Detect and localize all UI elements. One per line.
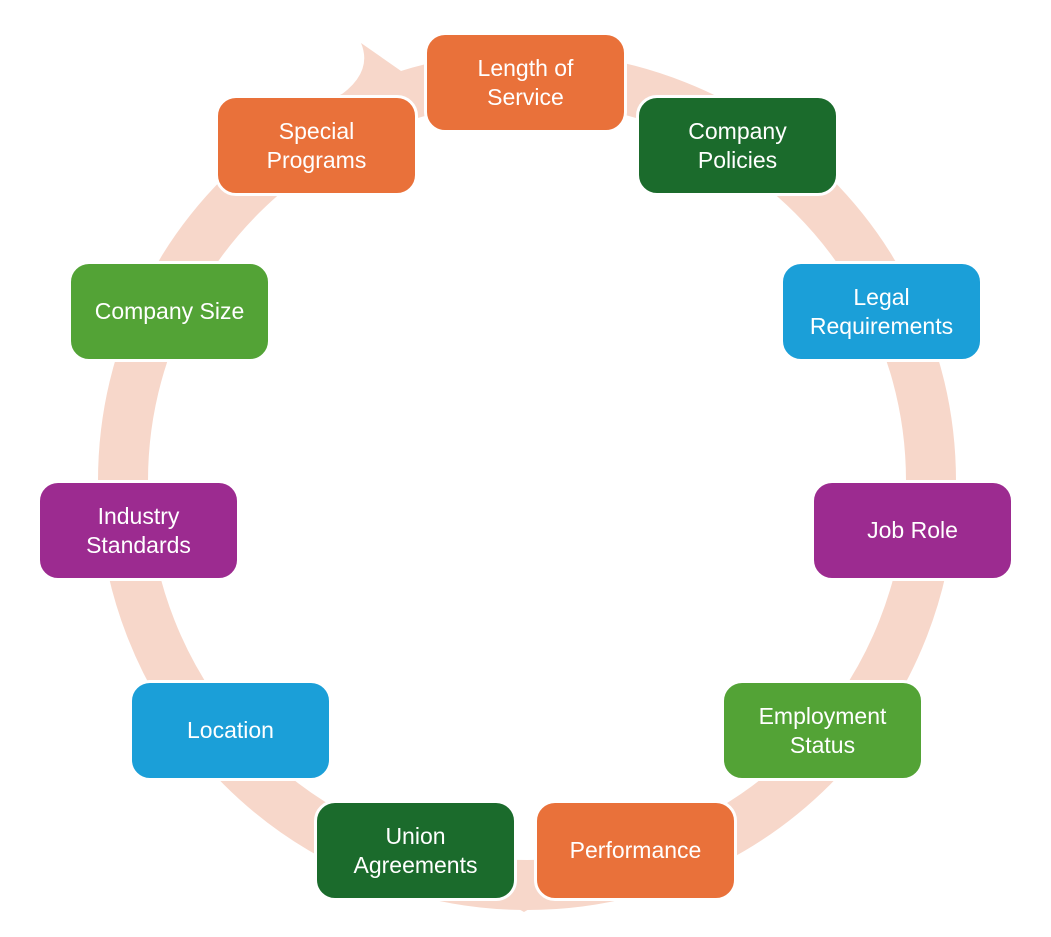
cycle-node-length-of-service: Length of Service — [424, 32, 627, 133]
cycle-node-company-policies: Company Policies — [636, 95, 839, 196]
cycle-node-special-programs: Special Programs — [215, 95, 418, 196]
cycle-node-union-agreements: Union Agreements — [314, 800, 517, 901]
cycle-node-performance: Performance — [534, 800, 737, 901]
cycle-node-legal-requirements: Legal Requirements — [780, 261, 983, 362]
cycle-node-company-size: Company Size — [68, 261, 271, 362]
cycle-node-job-role: Job Role — [811, 480, 1014, 581]
cycle-arrowhead-top-icon — [335, 43, 424, 99]
cycle-node-location: Location — [129, 680, 332, 781]
cycle-node-employment-status: Employment Status — [721, 680, 924, 781]
cycle-node-industry-standards: Industry Standards — [37, 480, 240, 581]
